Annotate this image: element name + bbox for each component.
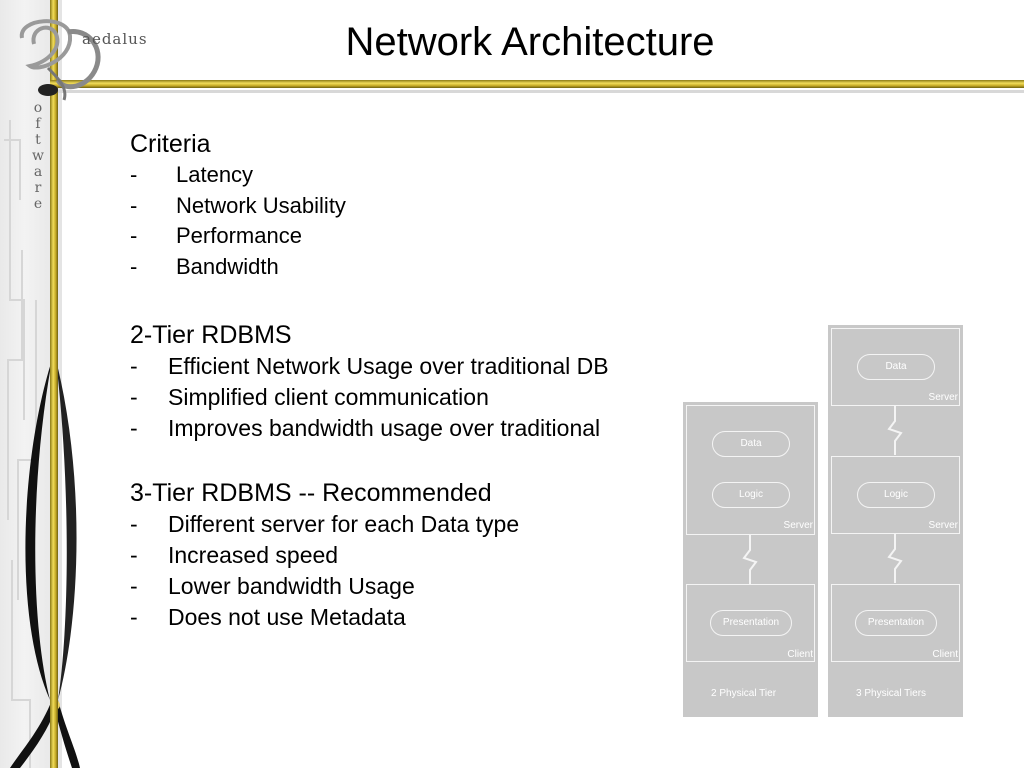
- logic-node: Logic: [712, 482, 790, 508]
- list-item-text: Efficient Network Usage over traditional…: [168, 353, 609, 379]
- section-heading: 2-Tier RDBMS: [130, 321, 292, 349]
- list-item-text: Bandwidth: [176, 253, 279, 279]
- list-item: - Increased speed: [130, 540, 519, 571]
- server-label: Server: [928, 520, 958, 531]
- three-tier-list: - Different server for each Data type - In…: [130, 509, 519, 633]
- software-letter: e: [33, 196, 43, 212]
- list-item: - Improves bandwidth usage over tradition…: [130, 413, 609, 444]
- list-item-text: Increased speed: [168, 542, 339, 568]
- list-item-text: Does not use Metadata: [168, 604, 406, 630]
- list-item: - Different server for each Data type: [130, 509, 519, 540]
- list-item-text: Network Usability: [176, 192, 346, 218]
- client-tier-box: [831, 584, 960, 662]
- list-item-text: Improves bandwidth usage over traditiona…: [168, 415, 601, 441]
- bullet-dash: -: [130, 511, 138, 537]
- gray-horizontal-rule: [58, 90, 1024, 93]
- list-item: - Latency: [130, 160, 346, 191]
- daedalus-logo: [19, 19, 101, 101]
- server-tier-box: [686, 405, 815, 535]
- slide-title: Network Architecture: [345, 20, 715, 64]
- list-item: - Network Usability: [130, 191, 346, 222]
- software-letter: r: [34, 180, 42, 196]
- bullet-dash: -: [130, 253, 138, 279]
- bullet-dash: -: [130, 415, 138, 441]
- software-letter: f: [35, 116, 41, 132]
- bullet-dash: -: [130, 604, 138, 630]
- software-letter: w: [32, 148, 44, 164]
- list-item: - Does not use Metadata: [130, 602, 519, 633]
- client-tier-box: [686, 584, 815, 662]
- presentation-node: Presentation: [710, 610, 792, 636]
- bullet-dash: -: [130, 542, 138, 568]
- diagram-caption: 3 Physical Tiers: [856, 688, 927, 699]
- company-name: aedalus: [82, 30, 148, 48]
- bullet-dash: -: [130, 192, 138, 218]
- list-item: - Performance: [130, 221, 346, 252]
- software-letter: t: [35, 132, 41, 148]
- bullet-dash: -: [130, 223, 138, 248]
- two-tier-diagram: Data Logic Server Presentation Client 2 …: [683, 402, 818, 717]
- gold-vertical-rule: [50, 0, 58, 768]
- list-item-text: Different server for each Data type: [168, 511, 520, 537]
- client-label: Client: [932, 649, 958, 660]
- list-item-text: Lower bandwidth Usage: [168, 573, 415, 599]
- server-label: Server: [928, 392, 958, 403]
- logic-node: Logic: [857, 482, 935, 508]
- bullet-dash: -: [130, 384, 138, 410]
- network-link-icon: [887, 533, 903, 583]
- list-item-text: Latency: [176, 162, 254, 187]
- list-item-text: Performance: [176, 223, 302, 248]
- list-item: - Lower bandwidth Usage: [130, 571, 519, 602]
- data-node: Data: [712, 431, 790, 457]
- bullet-dash: -: [130, 573, 138, 599]
- two-tier-list: - Efficient Network Usage over traditiona…: [130, 351, 609, 444]
- data-node: Data: [857, 354, 935, 380]
- criteria-list: - Latency - Network Usability - Performance…: [130, 160, 346, 282]
- software-vertical-text: o f t w a r e: [30, 100, 46, 212]
- client-label: Client: [787, 649, 813, 660]
- section-heading: Criteria: [130, 130, 211, 158]
- circuit-pattern: [4, 120, 37, 768]
- network-link-icon: [887, 405, 903, 455]
- presentation-node: Presentation: [855, 610, 937, 636]
- two-tier-section: 2-Tier RDBMS - Efficient Network Usage ov…: [130, 319, 609, 444]
- section-heading: 3-Tier RDBMS -- Recommended: [130, 479, 492, 507]
- list-item-text: Simplified client communication: [168, 384, 489, 410]
- criteria-section: Criteria - Latency - Network Usability - Pe…: [130, 128, 346, 282]
- server-label: Server: [783, 520, 813, 531]
- software-letter: a: [33, 164, 43, 180]
- three-tier-section: 3-Tier RDBMS -- Recommended - Different s…: [130, 477, 519, 633]
- bullet-dash: -: [130, 353, 138, 379]
- diagram-caption: 2 Physical Tier: [711, 688, 777, 699]
- bullet-dash: -: [130, 162, 138, 187]
- software-letter: o: [33, 100, 43, 116]
- list-item: - Simplified client communication: [130, 382, 609, 413]
- three-tier-diagram: Data Server Logic Server Presentation Cl…: [828, 325, 963, 717]
- gold-horizontal-rule: [50, 80, 1024, 88]
- list-item: - Bandwidth: [130, 252, 346, 283]
- network-link-icon: [742, 534, 758, 584]
- list-item: - Efficient Network Usage over traditiona…: [130, 351, 609, 382]
